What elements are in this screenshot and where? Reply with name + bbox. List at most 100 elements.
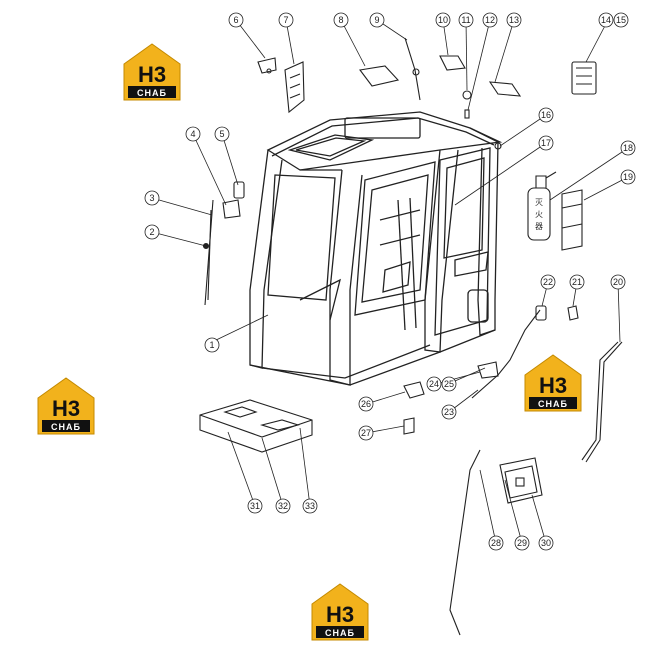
switch [403, 381, 425, 399]
svg-text:H3: H3 [52, 396, 80, 421]
svg-text:29: 29 [517, 538, 527, 548]
logo-watermark-top-left: H3 CHAБ [123, 43, 181, 101]
callout-26: 26 [358, 396, 374, 412]
svg-text:7: 7 [283, 15, 288, 25]
leader-lines [151, 19, 629, 544]
svg-text:21: 21 [572, 277, 582, 287]
callout-8: 8 [333, 12, 349, 28]
wiper-bracket [222, 199, 241, 219]
callout-30: 30 [538, 535, 554, 551]
callout-28: 28 [488, 535, 504, 551]
svg-text:灭: 灭 [535, 198, 543, 207]
logo-watermark-bottom: H3 CHAБ [311, 583, 369, 641]
bracket-5 [233, 181, 245, 199]
callout-5: 5 [214, 126, 230, 142]
svg-text:14: 14 [601, 15, 611, 25]
svg-text:11: 11 [461, 15, 470, 25]
svg-text:10: 10 [438, 15, 448, 25]
callout-9: 9 [369, 12, 385, 28]
svg-text:16: 16 [541, 110, 551, 120]
svg-text:23: 23 [444, 407, 454, 417]
cable-28 [449, 449, 481, 636]
callout-22: 22 [540, 274, 556, 290]
svg-text:20: 20 [613, 277, 623, 287]
svg-text:15: 15 [616, 15, 626, 25]
callout-4: 4 [185, 126, 201, 142]
cab-frame [249, 111, 503, 386]
parts [199, 37, 623, 636]
callout-23: 23 [441, 404, 457, 420]
svg-text:CHAБ: CHAБ [325, 628, 355, 638]
svg-text:H3: H3 [138, 62, 166, 87]
svg-text:22: 22 [543, 277, 553, 287]
mirror-10 [439, 55, 466, 71]
svg-text:1: 1 [209, 340, 214, 350]
svg-text:H3: H3 [539, 373, 567, 398]
callout-13: 13 [506, 12, 522, 28]
svg-text:12: 12 [485, 15, 495, 25]
svg-text:24: 24 [429, 379, 439, 389]
svg-text:26: 26 [361, 399, 371, 409]
svg-text:19: 19 [623, 172, 633, 182]
callout-14: 14 [598, 12, 614, 28]
hose [581, 341, 619, 461]
svg-text:CHAБ: CHAБ [51, 422, 81, 432]
svg-text:17: 17 [541, 138, 551, 148]
svg-text:27: 27 [361, 428, 371, 438]
callout-7: 7 [278, 12, 294, 28]
svg-text:5: 5 [219, 129, 224, 139]
wiper-arm [204, 199, 214, 306]
svg-text:9: 9 [374, 15, 379, 25]
callout-24: 24 [426, 376, 442, 392]
svg-text:器: 器 [535, 222, 543, 231]
extinguisher-bracket [561, 189, 583, 251]
svg-text:6: 6 [233, 15, 238, 25]
logo-watermark-left: H3 CHAБ [37, 377, 95, 435]
speaker [499, 457, 543, 504]
callout-21: 21 [569, 274, 585, 290]
floor-plate [199, 399, 313, 453]
logo-watermark-right: H3 CHAБ [524, 354, 582, 412]
callout-2: 2 [144, 224, 160, 240]
lamp [488, 81, 522, 97]
callout-12: 12 [482, 12, 498, 28]
callout-11: 11 [458, 12, 474, 28]
callout-31: 31 [247, 498, 263, 514]
hook-bracket [257, 57, 277, 74]
svg-text:31: 31 [250, 501, 260, 511]
antenna [404, 37, 421, 101]
callout-29: 29 [514, 535, 530, 551]
svg-text:30: 30 [541, 538, 551, 548]
fire-extinguisher [527, 187, 551, 241]
callouts: 1 2 3 4 5 6 7 8 9 10 11 12 13 14 15 16 1… [144, 12, 636, 551]
callout-19: 19 [620, 169, 636, 185]
svg-text:2: 2 [149, 227, 154, 237]
svg-text:13: 13 [509, 15, 519, 25]
svg-text:8: 8 [338, 15, 343, 25]
extinguisher-label: 灭 火 器 [535, 198, 543, 231]
callout-20: 20 [610, 274, 626, 290]
callout-17: 17 [538, 135, 554, 151]
svg-text:28: 28 [491, 538, 501, 548]
fuse-box [571, 61, 597, 95]
callout-1: 1 [204, 337, 220, 353]
svg-text:25: 25 [444, 379, 454, 389]
handle [284, 61, 305, 114]
svg-text:4: 4 [190, 129, 195, 139]
svg-text:32: 32 [278, 501, 288, 511]
callout-3: 3 [144, 190, 160, 206]
callout-10: 10 [435, 12, 451, 28]
callout-33: 33 [302, 498, 318, 514]
callout-27: 27 [358, 425, 374, 441]
svg-text:33: 33 [305, 501, 315, 511]
callout-16: 16 [538, 107, 554, 123]
svg-text:CHAБ: CHAБ [538, 399, 568, 409]
callout-32: 32 [275, 498, 291, 514]
svg-text:18: 18 [623, 143, 633, 153]
harness [471, 309, 541, 399]
callout-6: 6 [228, 12, 244, 28]
callout-15: 15 [613, 12, 629, 28]
dome-light [359, 65, 400, 87]
callout-25: 25 [441, 376, 457, 392]
